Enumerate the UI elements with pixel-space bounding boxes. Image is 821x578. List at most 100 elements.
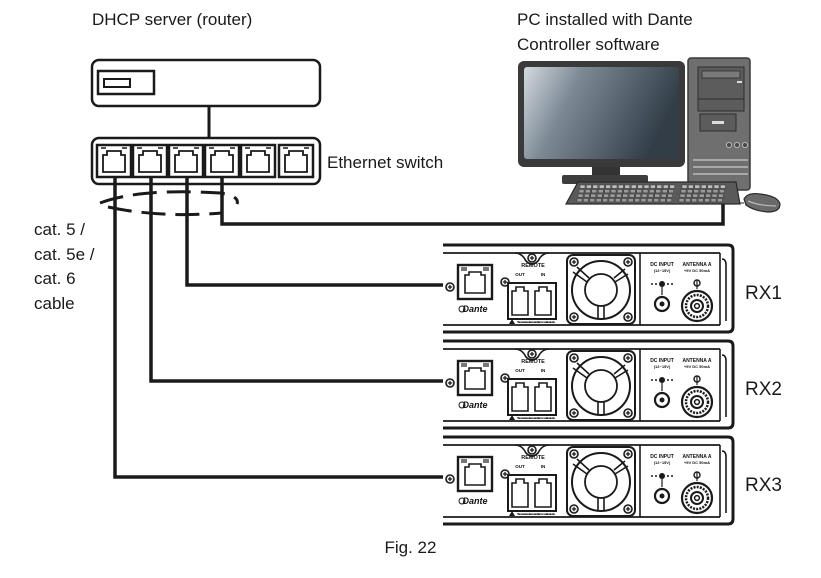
remote-label: REMOTE xyxy=(521,455,545,461)
screw-icon xyxy=(569,449,579,459)
cable-type-label: cat. 5 / cat. 5e / cat. 6 cable xyxy=(34,218,94,316)
screw-icon xyxy=(445,282,455,292)
cable-bundle-marker xyxy=(99,190,239,217)
cooling-fan xyxy=(566,350,636,421)
dc-input-jack xyxy=(653,295,671,313)
switch-port xyxy=(277,143,315,179)
warning-icon xyxy=(509,511,515,516)
antenna-connector xyxy=(680,289,714,323)
cable-to-pc xyxy=(220,177,725,226)
rx3-label: RX3 xyxy=(745,475,782,496)
dante-logo-mark xyxy=(458,497,466,505)
pc-tower xyxy=(687,57,751,191)
remote-in-label: IN xyxy=(541,464,546,469)
pc-label-line1: PC installed with Dante xyxy=(517,10,693,29)
remote-ports xyxy=(507,378,557,416)
remote-out-label: OUT xyxy=(515,464,525,469)
cable-label-line: cat. 5 / xyxy=(34,220,86,239)
screw-icon xyxy=(445,474,455,484)
warning-icon xyxy=(509,415,515,420)
pc-mouse xyxy=(740,192,781,213)
pc-label-line2: Controller software xyxy=(517,35,660,54)
antenna-sub-label: +9V DC 50mA xyxy=(684,268,710,273)
antenna-sub-label: +9V DC 50mA xyxy=(684,460,710,465)
dc-input-range: (12~15V) xyxy=(654,364,671,369)
cable-label-line: cable xyxy=(34,293,75,313)
remote-out-label: OUT xyxy=(515,272,525,277)
rx2-label: RX2 xyxy=(745,379,782,400)
dc-input-label: DC INPUT xyxy=(650,454,674,460)
dc-input-range: (12~15V) xyxy=(654,268,671,273)
warning-text: This connector can not be connected to t… xyxy=(517,416,556,420)
cable-label-line: cat. 5e / xyxy=(34,244,95,264)
dc-input-label: DC INPUT xyxy=(650,262,674,268)
cable-to-rx3 xyxy=(113,177,458,479)
dc-input-jack xyxy=(653,391,671,409)
remote-ports xyxy=(507,282,557,320)
dante-ethernet-port xyxy=(456,263,494,301)
switch-port xyxy=(239,143,277,179)
antenna-sub-label: +9V DC 50mA xyxy=(684,364,710,369)
antenna-label: ANTENNA A xyxy=(682,358,711,364)
cable-to-rx1 xyxy=(185,177,458,287)
cooling-fan xyxy=(566,254,636,325)
screw-icon xyxy=(623,257,633,267)
receiver-rx1: Dante REMOTE OUT IN This connector can not b… xyxy=(443,243,735,334)
screw-icon xyxy=(623,408,633,418)
remote-out-label: OUT xyxy=(515,368,525,373)
remote-in-label: IN xyxy=(541,272,546,277)
screw-icon xyxy=(527,349,537,359)
switch-port xyxy=(131,143,169,179)
dc-input-jack xyxy=(653,487,671,505)
screw-icon xyxy=(569,257,579,267)
cable-to-rx2 xyxy=(149,177,458,383)
screw-icon xyxy=(569,312,579,322)
dante-ethernet-port xyxy=(456,455,494,493)
warning-text: This connector can not be connected to t… xyxy=(517,512,556,516)
switch-port xyxy=(95,143,133,179)
remote-in-label: IN xyxy=(541,368,546,373)
cooling-fan xyxy=(566,446,636,517)
dante-logo-mark xyxy=(458,305,466,313)
dante-logo: Dante xyxy=(462,400,487,410)
dante-logo: Dante xyxy=(462,304,487,314)
dhcp-router xyxy=(90,58,322,108)
switch-port xyxy=(203,143,241,179)
receiver-rx3: Dante REMOTE OUT IN This connector can not b… xyxy=(443,435,735,526)
ethernet-switch-label: Ethernet switch xyxy=(327,153,444,172)
dhcp-server-label: DHCP server (router) xyxy=(92,10,253,29)
remote-label: REMOTE xyxy=(521,263,545,269)
ethernet-switch xyxy=(90,136,322,186)
warning-text: This connector can not be connected to t… xyxy=(517,320,556,324)
screw-icon xyxy=(527,253,537,263)
cable-label-line: cat. 6 xyxy=(34,269,76,288)
screw-icon xyxy=(569,408,579,418)
remote-ports xyxy=(507,474,557,512)
screw-icon xyxy=(623,353,633,363)
antenna-connector xyxy=(680,481,714,515)
warning-icon xyxy=(509,319,515,324)
screw-icon xyxy=(445,378,455,388)
pc-keyboard xyxy=(564,181,741,205)
screw-icon xyxy=(569,504,579,514)
screw-icon xyxy=(569,353,579,363)
screw-icon xyxy=(527,445,537,455)
screw-icon xyxy=(623,449,633,459)
screw-icon xyxy=(623,312,633,322)
screw-icon xyxy=(623,504,633,514)
antenna-label: ANTENNA A xyxy=(682,262,711,268)
remote-label: REMOTE xyxy=(521,359,545,365)
dante-logo: Dante xyxy=(462,496,487,506)
receiver-rx2: Dante REMOTE OUT IN This connector can not b… xyxy=(443,339,735,430)
rx1-label: RX1 xyxy=(745,283,782,304)
antenna-connector xyxy=(680,385,714,419)
figure-caption: Fig. 22 xyxy=(384,538,437,557)
pc-monitor xyxy=(518,61,685,184)
switch-port xyxy=(167,143,205,179)
dante-logo-mark xyxy=(458,401,466,409)
dante-ethernet-port xyxy=(456,359,494,397)
dc-input-label: DC INPUT xyxy=(650,358,674,364)
antenna-label: ANTENNA A xyxy=(682,454,711,460)
dc-input-range: (12~15V) xyxy=(654,460,671,465)
